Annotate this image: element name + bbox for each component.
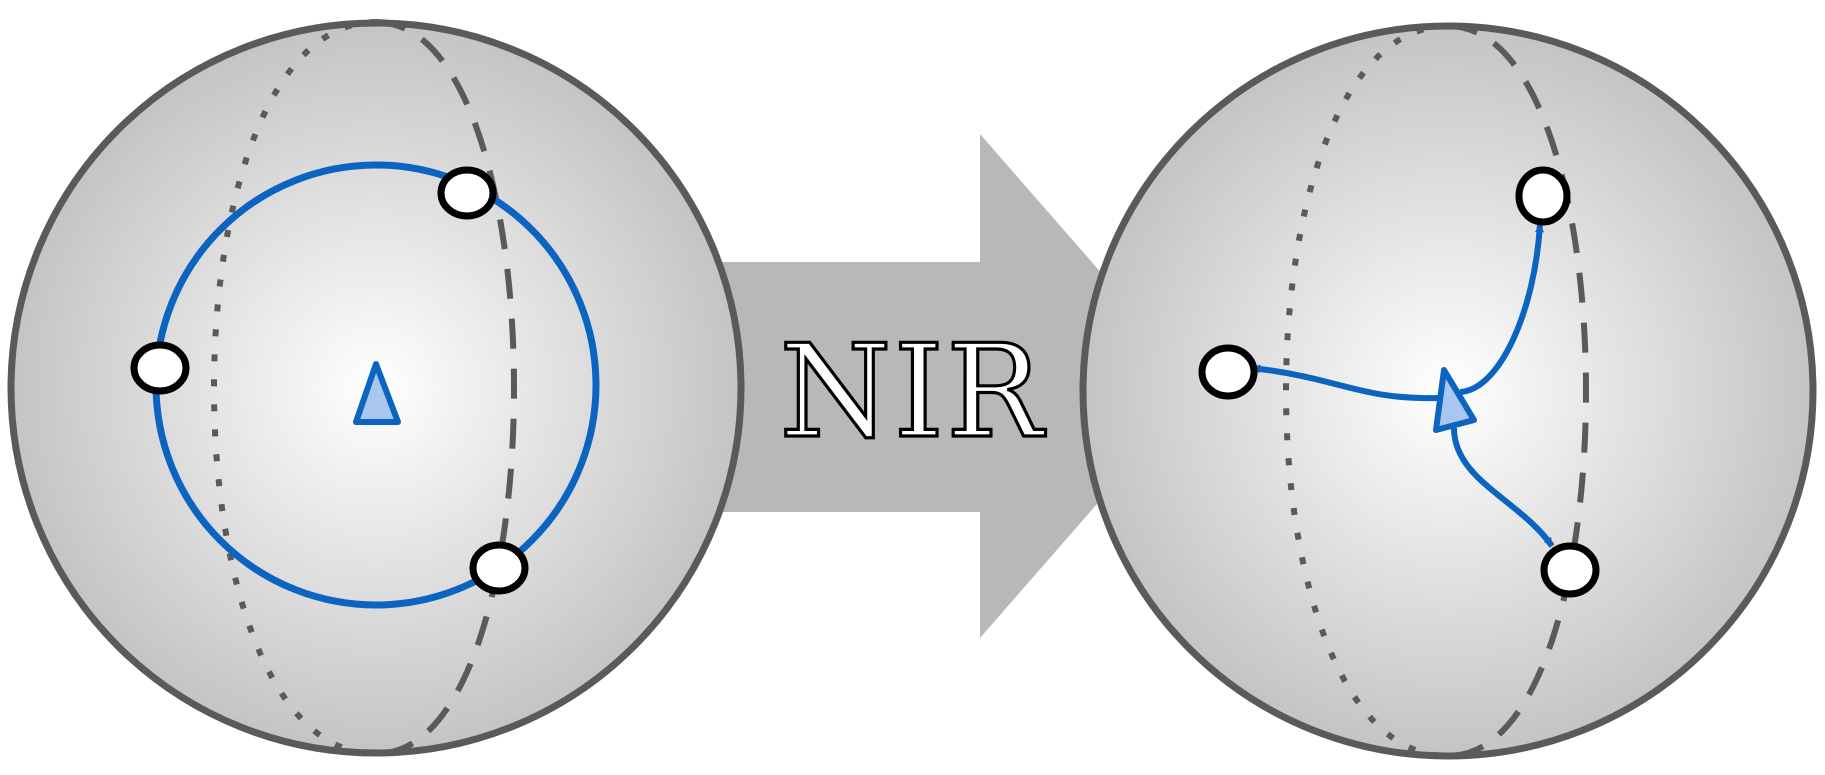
circle-node-icon: [469, 541, 529, 595]
nir-label: NIR: [780, 318, 1047, 467]
right-meridian-dashed: [1447, 23, 1589, 759]
transition-arrow: [700, 134, 1200, 638]
arrow-to-left-node: [1251, 364, 1439, 402]
triangle-icon: [1433, 367, 1477, 433]
circle-node-icon: [1540, 542, 1600, 598]
left-meridian-dashed: [375, 19, 517, 757]
circle-node-icon: [1515, 166, 1571, 226]
left-sphere: [7, 19, 745, 757]
circle-node-icon: [1198, 344, 1258, 400]
arrow-to-top-node: [1459, 223, 1545, 395]
arrow-to-bottom-node: [1451, 427, 1555, 548]
circle-node-icon: [437, 166, 497, 220]
triangle-icon: [353, 361, 401, 425]
circle-node-icon: [130, 341, 190, 395]
right-sphere: [1079, 22, 1817, 760]
